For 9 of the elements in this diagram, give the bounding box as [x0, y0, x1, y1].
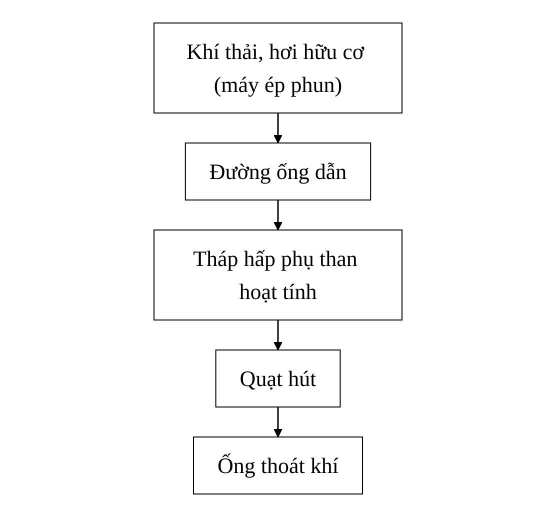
- process-box: Ống thoát khí: [192, 436, 362, 494]
- arrow: [273, 200, 282, 230]
- arrow: [273, 113, 282, 144]
- process-box: Tháp hấp phụ than hoạt tính: [153, 230, 402, 320]
- process-box: Đường ống dẫn: [184, 142, 371, 200]
- arrow: [273, 320, 282, 350]
- process-box: Khí thải, hơi hữu cơ (máy ép phun): [153, 22, 402, 114]
- arrow: [273, 407, 282, 438]
- process-box: Quạt hút: [214, 350, 340, 408]
